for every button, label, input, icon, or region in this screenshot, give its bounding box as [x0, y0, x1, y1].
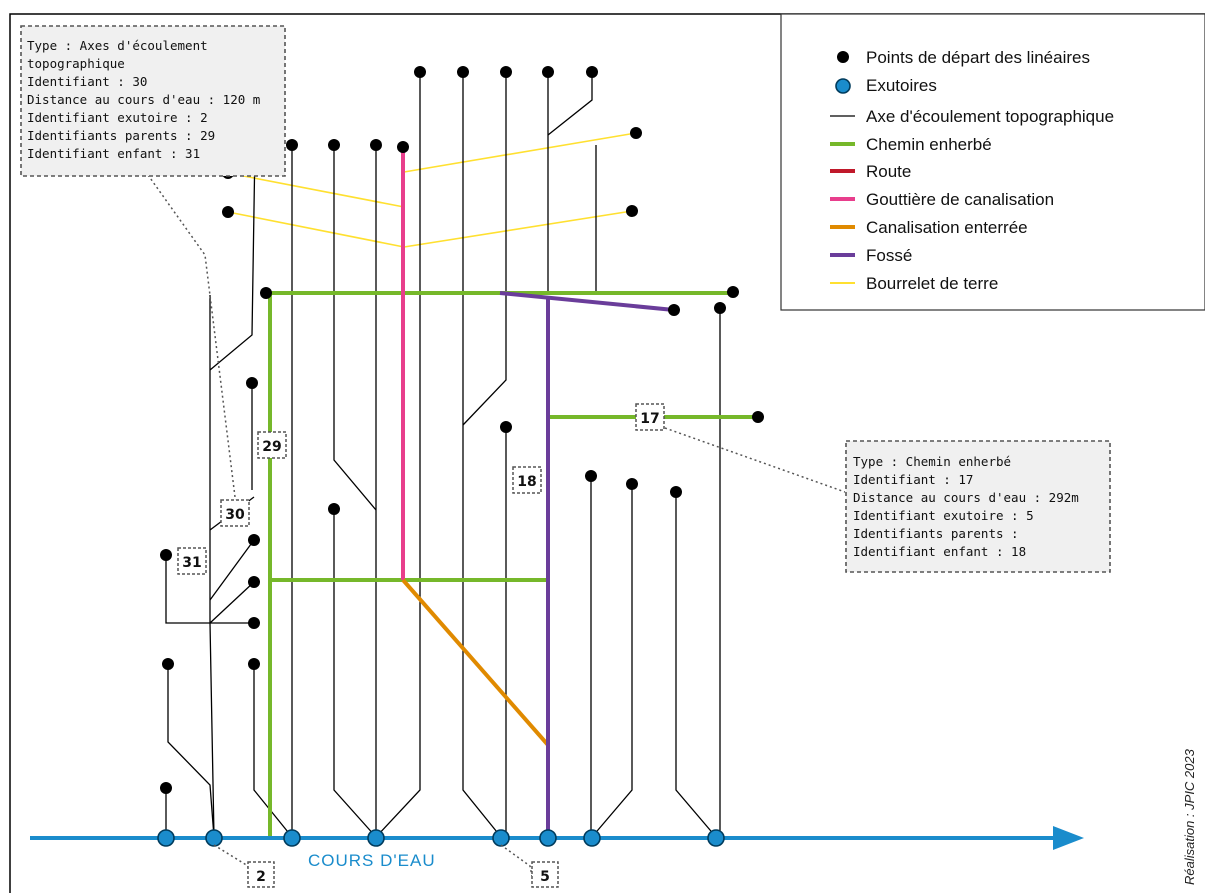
outlets: [157, 829, 725, 847]
svg-text:29: 29: [262, 439, 281, 455]
svg-text:Identifiants parents : 29: Identifiants parents : 29: [27, 128, 215, 143]
legend-label: Fossé: [866, 246, 912, 265]
svg-text:18: 18: [517, 474, 536, 490]
tag-30: 30: [220, 499, 250, 527]
svg-text:Identifiants parents :: Identifiants parents :: [853, 526, 1019, 541]
svg-text:5: 5: [540, 869, 550, 885]
svg-text:31: 31: [182, 555, 201, 571]
fosse-lines: [499, 291, 675, 837]
river-arrowhead: [1053, 826, 1084, 850]
credit-text: Réalisation : JPIC 2023: [1182, 748, 1197, 885]
canalisation-line: [401, 578, 550, 747]
svg-text:Identifiant : 17: Identifiant : 17: [853, 472, 973, 487]
legend-label: Exutoires: [866, 76, 937, 95]
legend-label: Axe d'écoulement topographique: [866, 107, 1114, 126]
svg-text:Identifiant exutoire : 5: Identifiant exutoire : 5: [853, 508, 1034, 523]
svg-text:Type : Axes d'écoulement: Type : Axes d'écoulement: [27, 38, 208, 53]
tag-2: 2: [247, 861, 275, 888]
tag-18: 18: [512, 466, 542, 494]
topographic-axes: [165, 72, 721, 838]
svg-text:2: 2: [256, 869, 266, 885]
svg-text:Distance au cours d'eau : 120: Distance au cours d'eau : 120 m: [27, 92, 260, 107]
legend-label: Chemin enherbé: [866, 135, 992, 154]
svg-text:Type : Chemin enherbé: Type : Chemin enherbé: [853, 454, 1011, 469]
svg-text:Identifiant exutoire : 2: Identifiant exutoire : 2: [27, 110, 208, 125]
river-label: COURS D'EAU: [308, 851, 436, 870]
svg-text:Identifiant enfant : 31: Identifiant enfant : 31: [27, 146, 200, 161]
legend-label: Gouttière de canalisation: [866, 190, 1054, 209]
svg-text:Identifiant enfant : 18: Identifiant enfant : 18: [853, 544, 1026, 559]
info-box-chemin-17: Type : Chemin enherbé Identifiant : 17 D…: [845, 440, 1111, 573]
legend: Points de départ des linéaires Exutoires…: [780, 13, 1205, 311]
legend-black-dot-symbol: [837, 51, 849, 63]
svg-text:topographique: topographique: [27, 56, 125, 71]
svg-text:17: 17: [640, 411, 659, 427]
chemin-enherbe-lines: [266, 291, 758, 840]
svg-text:Identifiant : 30: Identifiant : 30: [27, 74, 147, 89]
legend-label: Canalisation enterrée: [866, 218, 1028, 237]
tag-29: 29: [257, 431, 287, 459]
legend-label: Route: [866, 162, 911, 181]
tag-17: 17: [635, 403, 665, 431]
tag-5: 5: [531, 861, 559, 888]
legend-label: Bourrelet de terre: [866, 274, 998, 293]
info-box-axis-30: Type : Axes d'écoulement topographique I…: [20, 25, 286, 177]
svg-text:30: 30: [225, 507, 245, 523]
tag-31: 31: [177, 547, 207, 575]
bourrelet-lines: [227, 132, 637, 248]
legend-blue-dot-symbol: [835, 78, 851, 94]
legend-label: Points de départ des linéaires: [866, 48, 1090, 67]
river: [30, 826, 1084, 850]
svg-text:Distance au cours d'eau : 292m: Distance au cours d'eau : 292m: [853, 490, 1079, 505]
